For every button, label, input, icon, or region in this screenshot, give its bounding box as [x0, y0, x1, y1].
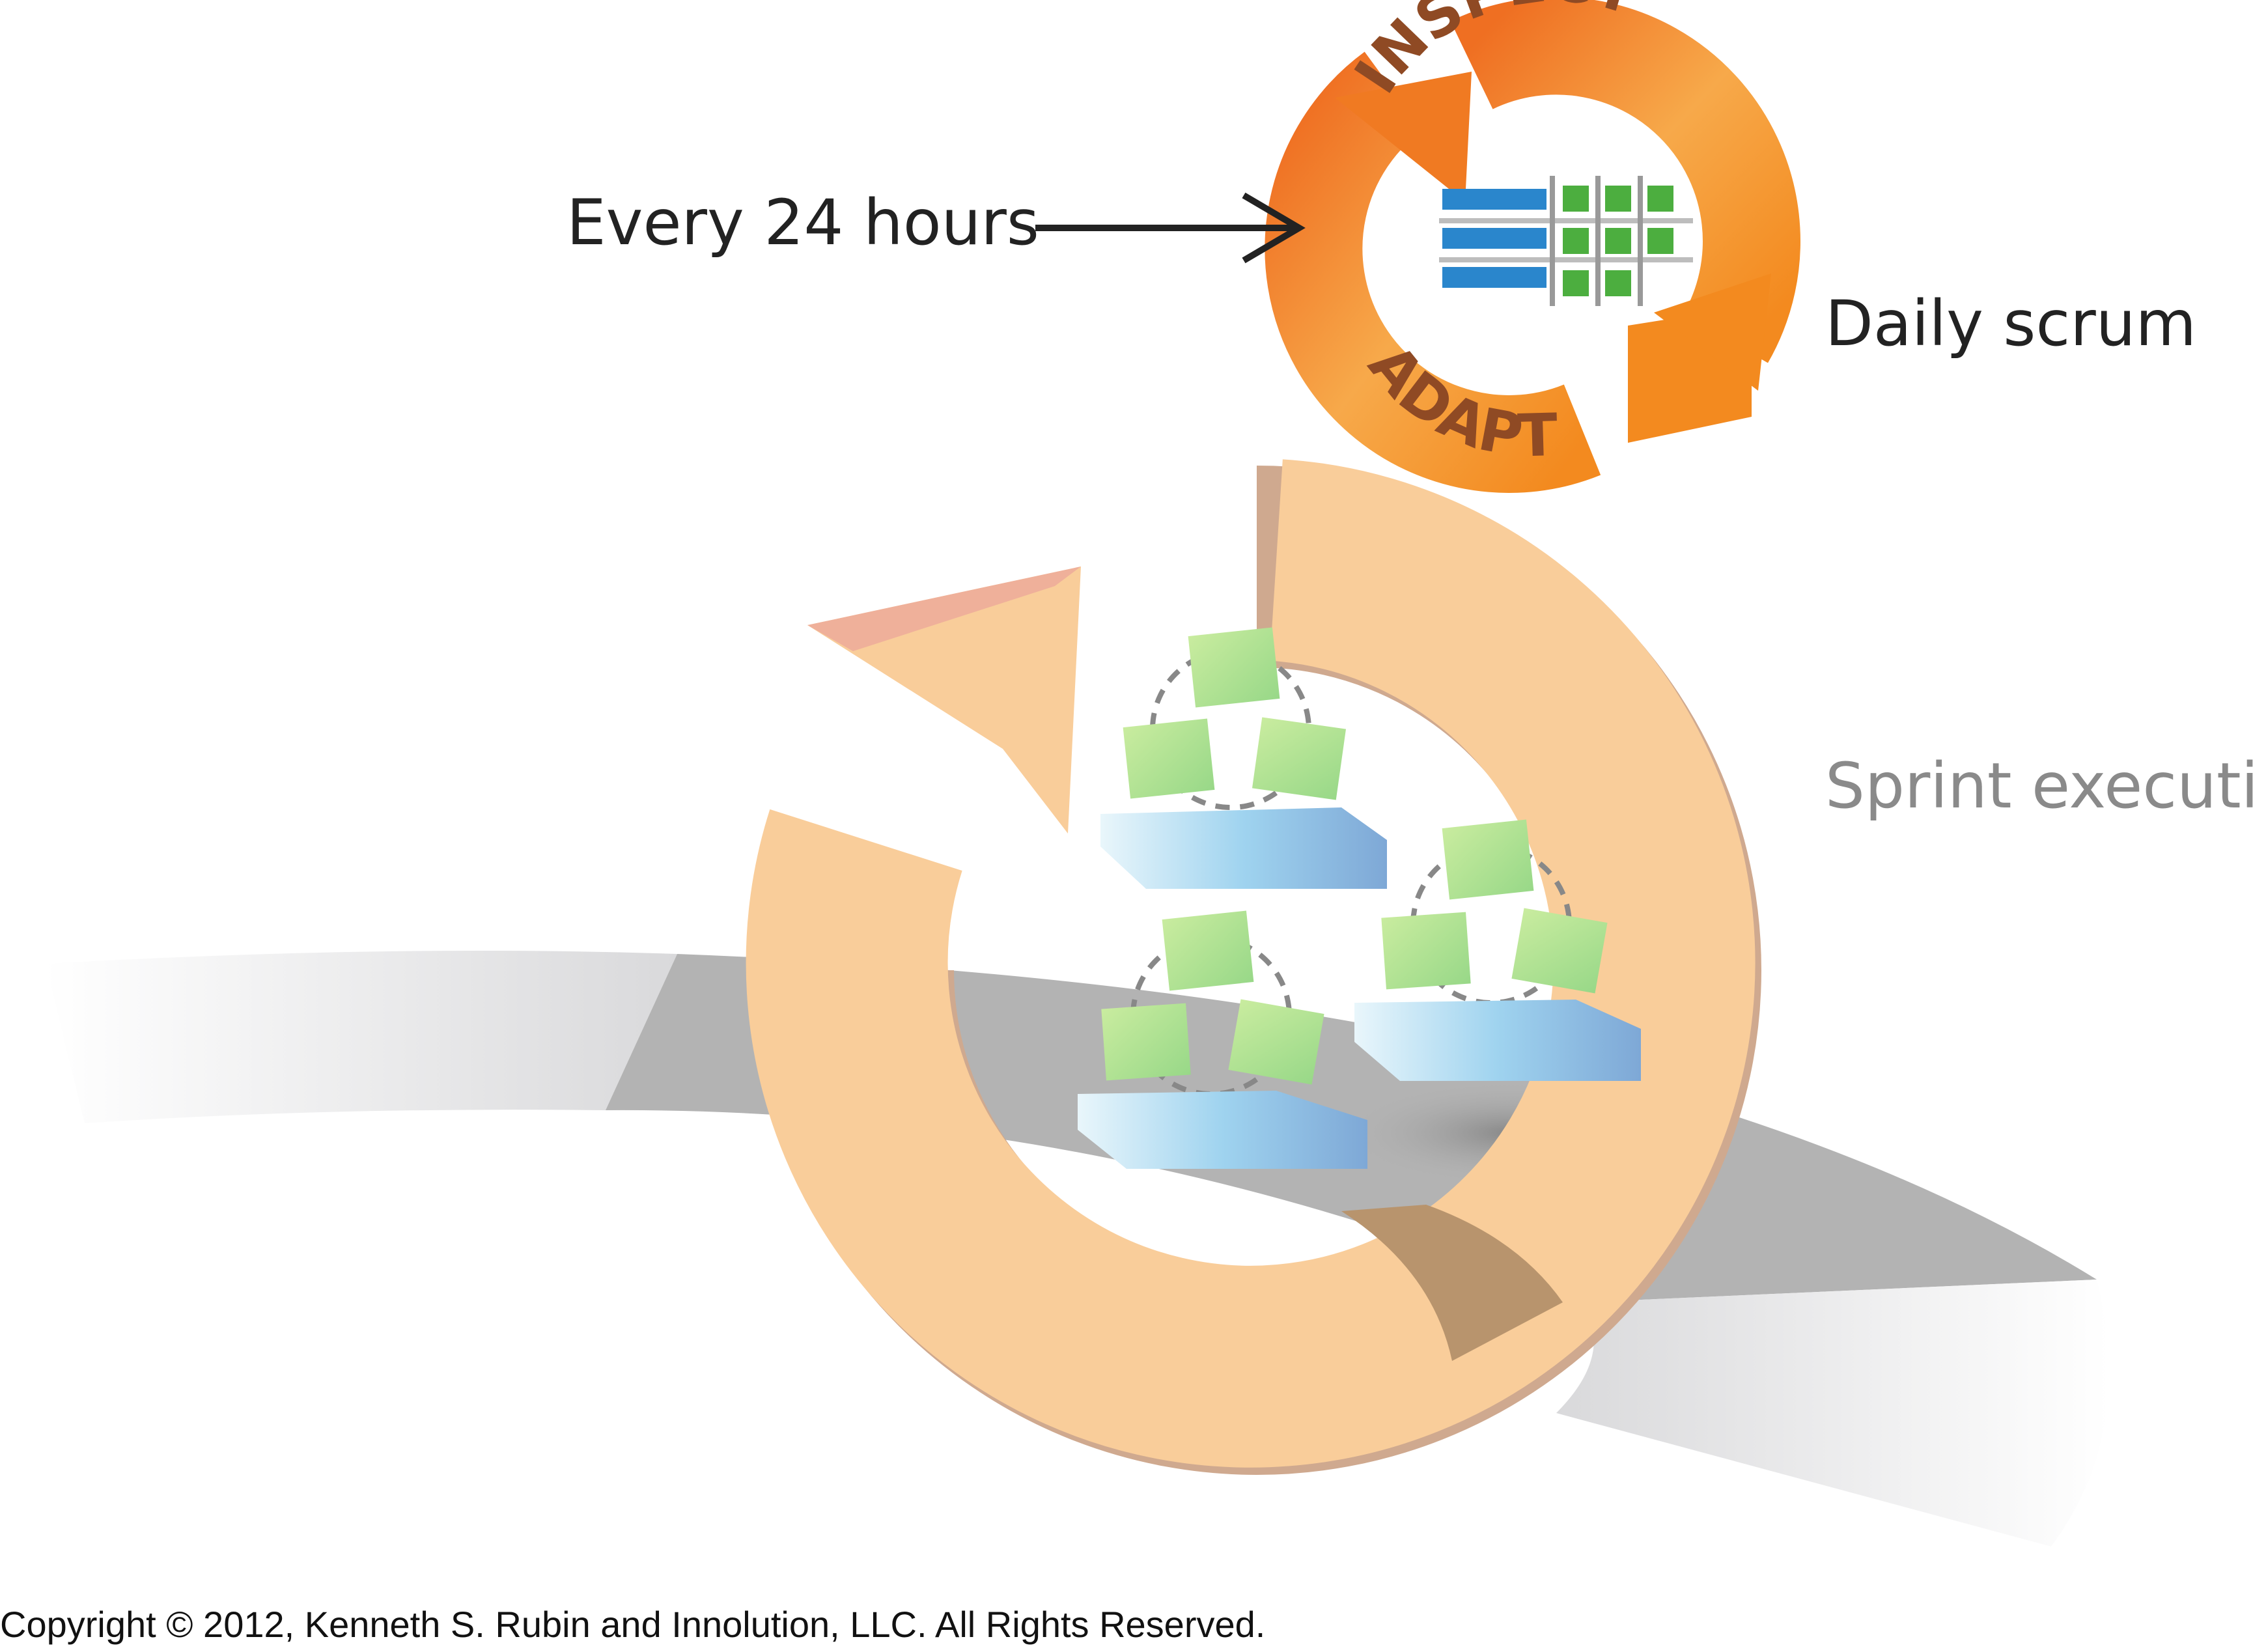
daily-scrum-label: Daily scrum — [1825, 287, 2196, 360]
daily-scrum-loop: INSPECT ADAPT — [1265, 0, 1800, 493]
work-stack-1 — [1100, 627, 1387, 889]
task-board-icon — [1439, 176, 1693, 306]
work-stack-3 — [1078, 910, 1367, 1169]
pointer-arrow — [1035, 192, 1306, 264]
sprint-loop-arrow — [746, 459, 1761, 1475]
sprint-execution-label: Sprint execution — [1825, 749, 2253, 822]
every-24-hours-label: Every 24 hours — [567, 186, 1039, 259]
copyright-notice: Copyright © 2012, Kenneth S. Rubin and I… — [0, 1604, 1266, 1645]
work-stack-2 — [1354, 819, 1641, 1081]
